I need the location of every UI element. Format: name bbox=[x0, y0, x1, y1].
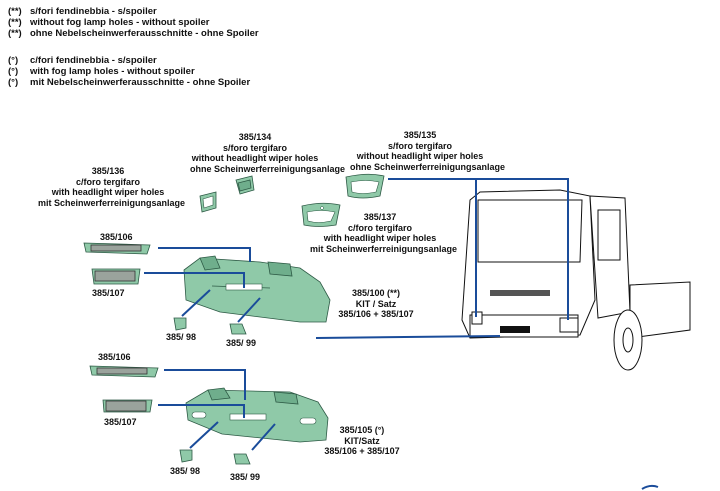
bumper-lower bbox=[185, 387, 329, 443]
label-385-106-lower: 385/106 bbox=[98, 352, 131, 362]
legend-mark: (°) bbox=[8, 77, 19, 88]
headlight-frame-385-134 bbox=[235, 175, 255, 195]
part-code: 385/137 bbox=[363, 212, 397, 222]
part-code: 385/136 bbox=[91, 166, 125, 176]
part-desc-it: c/foro tergifaro bbox=[347, 222, 412, 233]
part-desc-de: mit Scheinwerferreinigungsanlage bbox=[38, 197, 186, 208]
legend-text-it: c/fori fendinebbia - s/spoiler bbox=[30, 55, 157, 66]
headlight-frame-385-136 bbox=[199, 191, 217, 213]
label-kit-385-100: 385/100 (**) KIT / Satz 385/106 + 385/10… bbox=[336, 288, 416, 320]
part-desc-de: ohne Scheinwerferreinigungsanlage bbox=[350, 161, 506, 172]
cover-385-99-lower bbox=[233, 453, 251, 465]
legend-text-en: with fog lamp holes - without spoiler bbox=[30, 66, 195, 77]
legend-mark: (**) bbox=[8, 6, 22, 17]
legend-text-en: without fog lamp holes - without spoiler bbox=[30, 17, 210, 28]
legend-mark: (°) bbox=[8, 66, 19, 77]
label-385-98-lower: 385/ 98 bbox=[170, 466, 201, 476]
legend-with-fog-lamp-holes: (°) c/fori fendinebbia - s/spoiler (°) wit… bbox=[8, 55, 250, 88]
label-385-136: 385/136 c/foro tergifaro with headlight … bbox=[38, 166, 186, 208]
part-desc-it: c/foro tergifaro bbox=[75, 176, 140, 187]
label-385-106-upper: 385/106 bbox=[100, 232, 133, 242]
label-385-98-upper: 385/ 98 bbox=[166, 332, 197, 342]
truck-illustration bbox=[461, 189, 691, 371]
legend-mark: (°) bbox=[8, 55, 19, 66]
leader-lines bbox=[144, 178, 569, 451]
part-desc-de: ohne Scheinwerferreinigungsanlage bbox=[190, 163, 346, 174]
label-385-134: 385/134 s/foro tergifaro without headlig… bbox=[190, 132, 346, 174]
legend-text-de: mit Nebelscheinwerferausschnitte - ohne … bbox=[30, 77, 251, 88]
kit-label: KIT/Satz bbox=[344, 435, 380, 446]
label-385-99-lower: 385/ 99 bbox=[230, 472, 261, 482]
label-385-135: 385/135 s/foro tergifaro without headlig… bbox=[350, 130, 506, 172]
kit-code: 385/100 (**) bbox=[351, 288, 401, 298]
label-kit-385-105: 385/105 (°) KIT/Satz 385/106 + 385/107 bbox=[322, 425, 402, 457]
part-desc-it: s/foro tergifaro bbox=[222, 142, 287, 153]
legend-mark: (**) bbox=[8, 17, 22, 28]
part-desc-de: mit Scheinwerferreinigungsanlage bbox=[310, 243, 458, 254]
part-desc-en: without headlight wiper holes bbox=[191, 153, 319, 163]
logo-fragment bbox=[641, 484, 659, 490]
part-code: 385/134 bbox=[238, 132, 272, 142]
legend-without-fog-lamp-holes: (**) s/fori fendinebbia - s/spoiler (**) w… bbox=[8, 6, 259, 39]
part-desc-en: without headlight wiper holes bbox=[356, 151, 484, 161]
part-desc-en: with headlight wiper holes bbox=[323, 233, 437, 243]
headlight-frame-385-137 bbox=[301, 202, 341, 227]
bumper-upper bbox=[183, 255, 331, 323]
legend-text-it: s/fori fendinebbia - s/spoiler bbox=[30, 6, 157, 17]
cover-385-99-upper bbox=[229, 323, 247, 335]
cover-385-98-lower bbox=[179, 449, 193, 463]
label-385-137: 385/137 c/foro tergifaro with headlight … bbox=[310, 212, 458, 254]
grille-385-106-lower bbox=[89, 365, 159, 378]
grille-385-107-upper bbox=[91, 268, 141, 285]
part-desc-it: s/foro tergifaro bbox=[387, 140, 452, 151]
kit-contents: 385/106 + 385/107 bbox=[324, 446, 400, 456]
headlight-frame-385-135 bbox=[345, 173, 385, 199]
kit-contents: 385/106 + 385/107 bbox=[338, 309, 414, 319]
grille-385-106-upper bbox=[83, 242, 151, 255]
label-385-107-lower: 385/107 bbox=[104, 417, 137, 427]
cover-385-98-upper bbox=[173, 317, 187, 331]
kit-code: 385/105 (°) bbox=[339, 425, 385, 435]
legend-text-de: ohne Nebelscheinwerferausschnitte - ohne… bbox=[30, 28, 259, 39]
legend-mark: (**) bbox=[8, 28, 22, 39]
label-385-107-upper: 385/107 bbox=[92, 288, 125, 298]
part-desc-en: with headlight wiper holes bbox=[51, 187, 165, 197]
kit-label: KIT / Satz bbox=[355, 298, 397, 309]
grille-385-107-lower bbox=[102, 399, 153, 413]
label-385-99-upper: 385/ 99 bbox=[226, 338, 257, 348]
part-code: 385/135 bbox=[403, 130, 437, 140]
